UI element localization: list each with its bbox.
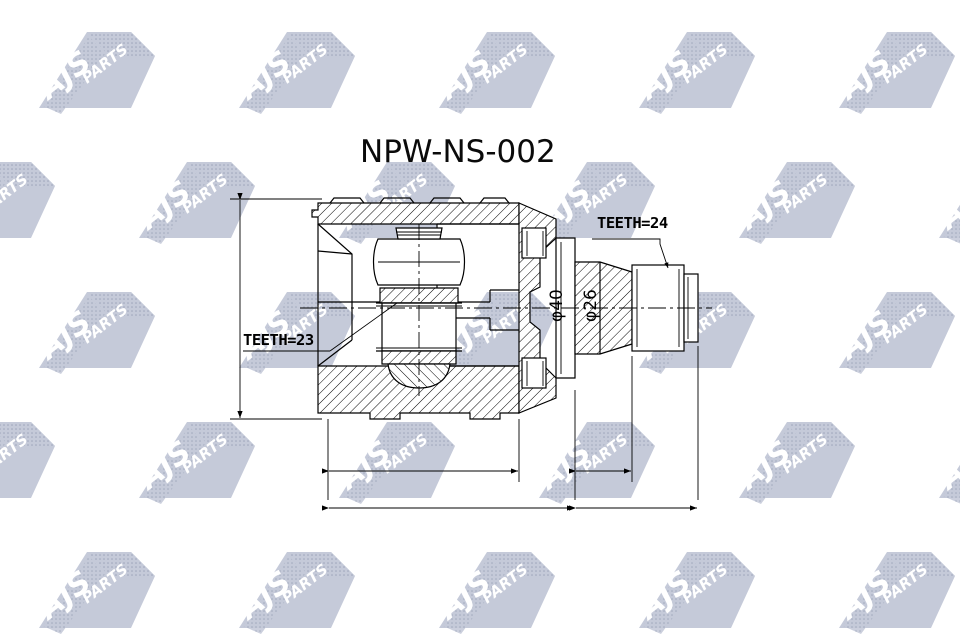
seal-groove-lower — [521, 357, 547, 389]
dimension-lines — [230, 192, 699, 511]
teeth-23-label: TEETH=23 — [243, 331, 314, 349]
housing-upper-wall — [311, 202, 520, 225]
output-stub-shaft — [300, 237, 712, 379]
teeth-23-callout: TEETH=23 — [243, 302, 398, 352]
seal-groove-upper — [521, 227, 547, 259]
teeth-24-callout: TEETH=24 — [592, 214, 669, 269]
diameter-26-label: φ26 — [581, 289, 601, 322]
diameter-40-label: φ40 — [547, 289, 567, 322]
housing-inner-profile-lower — [317, 339, 353, 367]
teeth-24-label: TEETH=24 — [597, 214, 668, 232]
